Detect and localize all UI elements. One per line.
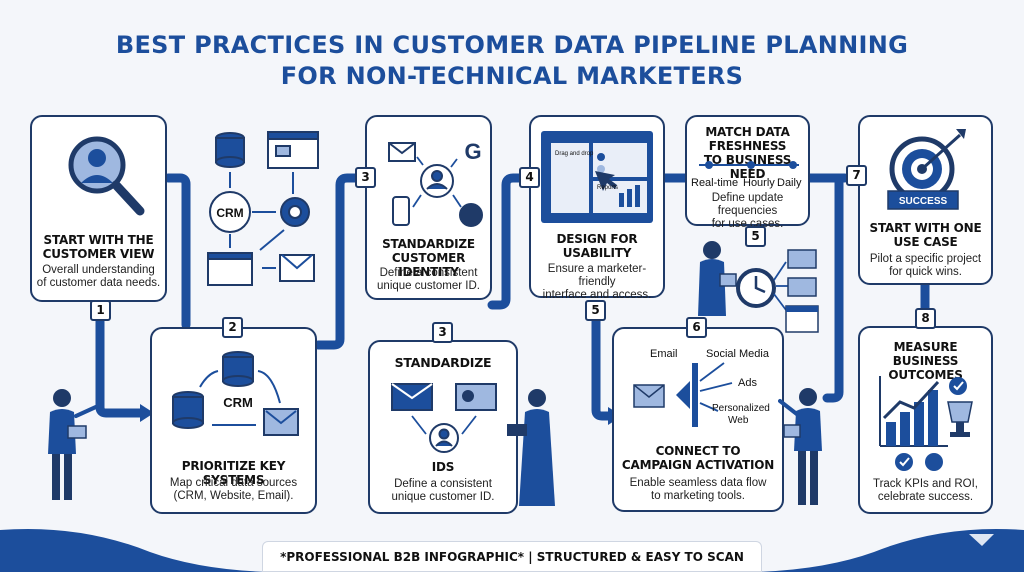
footer-wave-right xyxy=(754,528,1024,572)
step-1-badge: 1 xyxy=(90,300,111,321)
footer-wave-left xyxy=(0,528,270,572)
step-2-desc: Map critical data sources(CRM, Website, … xyxy=(169,477,298,502)
freq-hourly: Hourly xyxy=(743,177,775,189)
step-6-card: Email Social Media Ads Personalized Web … xyxy=(612,327,784,512)
title-line-2: FOR NON-TECHNICAL MARKETERS xyxy=(280,62,744,90)
step-8-desc: Track KPIs and ROI,celebrate success. xyxy=(872,478,979,503)
crm-node-label: CRM xyxy=(216,206,243,220)
crm-label: CRM xyxy=(223,395,253,410)
title-line-1: BEST PRACTICES IN CUSTOMER DATA PIPELINE… xyxy=(115,31,909,59)
step-2-card: CRM PRIORITIZE KEY SYSTEMS Map critical … xyxy=(150,327,317,514)
ids-diagram-icon xyxy=(391,383,497,453)
reports-label: Reports xyxy=(597,185,618,191)
step-6-badge: 6 xyxy=(686,317,707,338)
channel-ads: Ads xyxy=(738,377,757,389)
growth-chart-icon xyxy=(879,376,973,471)
step-2-title: PRIORITIZE KEY SYSTEMS xyxy=(181,459,286,487)
step-3b-badge: 3 xyxy=(432,322,453,343)
presenter-person-left xyxy=(48,389,100,500)
systems-flow-diagram: CRM xyxy=(207,131,319,286)
step-7-badge: 7 xyxy=(846,165,867,186)
page-title: BEST PRACTICES IN CUSTOMER DATA PIPELINE… xyxy=(0,30,1024,92)
step-3-badge: 3 xyxy=(355,167,376,188)
step-3b-ids: IDS xyxy=(431,460,455,474)
magnifier-user-icon xyxy=(68,136,145,216)
step-5-badge-left: 5 xyxy=(585,300,606,321)
channel-personalized: Personalized xyxy=(712,403,770,414)
channel-email: Email xyxy=(650,348,678,360)
drag-and-drop-label: Drag and drop xyxy=(555,151,594,157)
dashboard-ui-icon: Drag and drop Reports xyxy=(541,131,653,223)
woman-with-laptop xyxy=(507,389,555,506)
step-2-badge: 2 xyxy=(222,317,243,338)
crm-database-icons: CRM xyxy=(172,351,299,436)
clock-woman-scene xyxy=(698,241,819,333)
channel-social: Social Media xyxy=(706,348,769,360)
footer-banner: *PROFESSIONAL B2B INFOGRAPHIC* | STRUCTU… xyxy=(262,541,762,572)
step-3b-title: STANDARDIZE xyxy=(394,355,492,370)
step-5-badge: 5 xyxy=(745,226,766,247)
step-4-badge: 4 xyxy=(519,167,540,188)
target-success-icon: SUCCESS xyxy=(887,129,966,210)
channel-web: Web xyxy=(728,415,749,426)
activation-hub-icon xyxy=(633,362,733,427)
step-8-badge: 8 xyxy=(915,308,936,329)
freq-realtime: Real-time xyxy=(691,177,739,189)
identity-hub-icon: G xyxy=(388,139,483,227)
presenter-person-right xyxy=(778,388,822,505)
freshness-timeline xyxy=(699,161,799,169)
freq-daily: Daily xyxy=(777,177,802,189)
success-badge: SUCCESS xyxy=(899,196,948,207)
g-logo-icon: G xyxy=(464,139,481,164)
